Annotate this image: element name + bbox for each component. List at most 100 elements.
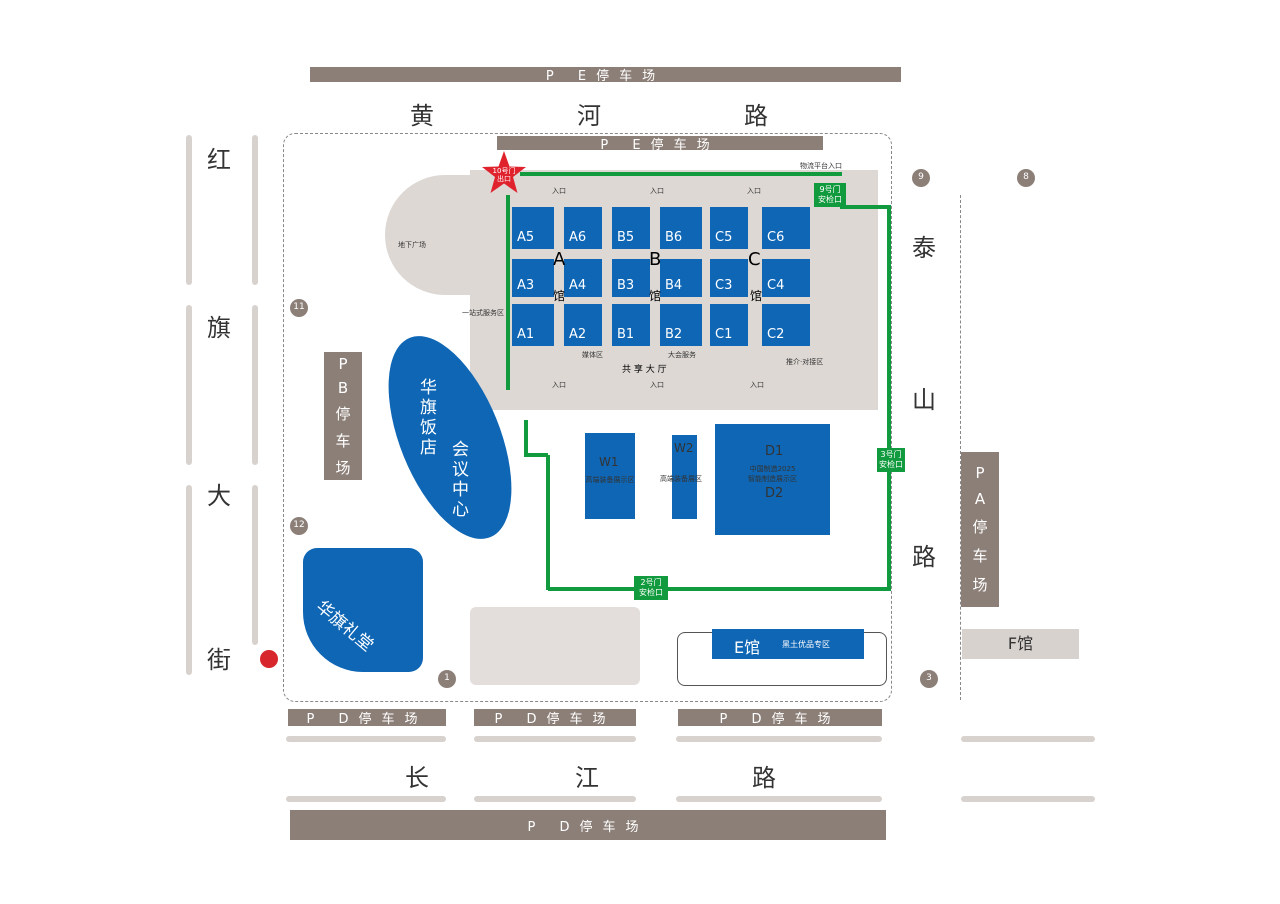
parking-b-char: B: [337, 378, 349, 397]
booth-b2: B2: [660, 304, 702, 346]
underground-label: 地下广场: [398, 241, 426, 249]
road-east-1: 泰: [912, 234, 936, 262]
hall-a-guan: 馆: [553, 289, 566, 303]
parking-b-char: 场: [335, 458, 351, 477]
d-sub1: 中国制造2025: [749, 465, 796, 473]
parking-d-1: P D停车场: [288, 709, 446, 727]
w1-sub: 高端装备展示区: [585, 476, 635, 484]
d1-name: D1: [765, 444, 784, 459]
road-edge: [186, 485, 192, 675]
booth-c1: C1: [710, 304, 748, 346]
hall-d: D1 中国制造2025 智能制造展示区 D2: [715, 424, 830, 535]
road-north-1: 黄: [410, 102, 434, 130]
booth-b1: B1: [612, 304, 650, 346]
public-service-label: 大会服务: [668, 351, 696, 359]
entrance-label: 入口: [552, 381, 566, 389]
road-south-2: 江: [575, 764, 599, 792]
booth-c5: C5: [710, 207, 748, 249]
entrance-label: 入口: [552, 187, 566, 195]
gate-1-marker: 1: [438, 670, 456, 688]
hall-b-name: B: [649, 249, 662, 270]
booth-c4: C4: [762, 259, 810, 297]
booth-a6: A6: [564, 207, 602, 249]
security-route: [520, 172, 842, 176]
e-hall-sub: 黑土优品专区: [782, 640, 830, 649]
booth-c3: C3: [710, 259, 748, 297]
hall-f: F馆: [962, 629, 1079, 659]
conference-label: 会议中心: [452, 440, 469, 520]
hotel-label: 华旗饭店: [420, 378, 437, 458]
road-south-1: 长: [405, 764, 429, 792]
parking-e-inner: P E停车场: [497, 136, 823, 153]
road-edge: [676, 796, 882, 802]
road-west-4: 街: [207, 646, 231, 674]
hall-e: E馆 黑土优品专区: [712, 629, 864, 659]
gate-12-marker: 12: [290, 517, 308, 535]
gate-2-security: 2号门 安检口: [634, 576, 668, 600]
venue-boundary: [283, 133, 892, 702]
parking-d-bottom: P D停车场: [290, 810, 886, 840]
security-route: [506, 195, 510, 390]
gate-9-marker: 9: [912, 169, 930, 187]
w2-name: W2: [674, 441, 694, 455]
plaza-south: [470, 607, 640, 685]
parking-b-char: 停: [335, 404, 351, 423]
gate-3-security: 3号门 安检口: [877, 448, 905, 472]
shared-hall-label: 共 享 大 厅: [622, 365, 667, 375]
parking-a-char: 车: [972, 547, 988, 565]
hall-w1: W1 高端装备展示区: [585, 433, 635, 519]
parking-b-char: P: [338, 354, 348, 373]
gate-8-marker: 8: [1017, 169, 1035, 187]
road-south-3: 路: [752, 764, 776, 792]
parking-a-char: P: [975, 464, 985, 482]
d-sub2: 智能制造展示区: [748, 475, 797, 483]
booth-a2: A2: [564, 304, 602, 346]
east-boundary: [960, 195, 962, 700]
road-west-3: 大: [207, 482, 231, 510]
security-route: [524, 453, 548, 457]
parking-b-char: 车: [335, 431, 351, 450]
security-route: [548, 587, 891, 591]
road-west-2: 旗: [207, 314, 231, 342]
road-edge: [961, 796, 1095, 802]
booth-c6: C6: [762, 207, 810, 249]
hall-a: A5 A6 A3 A4 A1 A2 A 馆: [510, 205, 605, 349]
hall-b: B5 B6 B3 B4 B1 B2 B 馆: [610, 205, 705, 349]
road-north-3: 路: [744, 102, 768, 130]
parking-d-3: P D停车场: [678, 709, 882, 727]
parking-e-top: P E停车场: [310, 67, 901, 84]
media-label: 媒体区: [582, 351, 603, 359]
parking-a-char: 停: [972, 518, 988, 536]
gate-11-marker: 11: [290, 299, 308, 317]
security-route: [524, 420, 528, 456]
parking-a-char: A: [974, 490, 986, 508]
road-edge: [474, 796, 636, 802]
security-route: [887, 205, 891, 590]
booth-b5: B5: [612, 207, 650, 249]
hall-w2: W2: [672, 435, 697, 519]
road-edge: [676, 736, 882, 742]
entrance-label: 入口: [747, 187, 761, 195]
d2-name: D2: [765, 486, 784, 501]
underground-plaza: [385, 175, 485, 295]
hall-c-guan: 馆: [750, 289, 763, 303]
road-edge: [286, 736, 446, 742]
road-west-1: 红: [207, 146, 231, 174]
road-east-3: 路: [912, 543, 936, 571]
logistics-label: 物流平台入口: [800, 162, 842, 170]
exit-star-icon: [482, 151, 526, 193]
road-edge: [252, 305, 258, 465]
booth-a1: A1: [512, 304, 554, 346]
hall-a-name: A: [553, 249, 566, 270]
auditorium-building: [303, 548, 423, 672]
metro-icon: [260, 650, 278, 668]
booth-a5: A5: [512, 207, 554, 249]
service-label: 一站式服务区: [462, 309, 504, 317]
road-edge: [186, 135, 192, 285]
gate-3-marker: 3: [920, 670, 938, 688]
road-edge: [252, 135, 258, 285]
road-edge: [961, 736, 1095, 742]
road-edge: [474, 736, 636, 742]
match-label: 推介·对接区: [786, 358, 824, 366]
